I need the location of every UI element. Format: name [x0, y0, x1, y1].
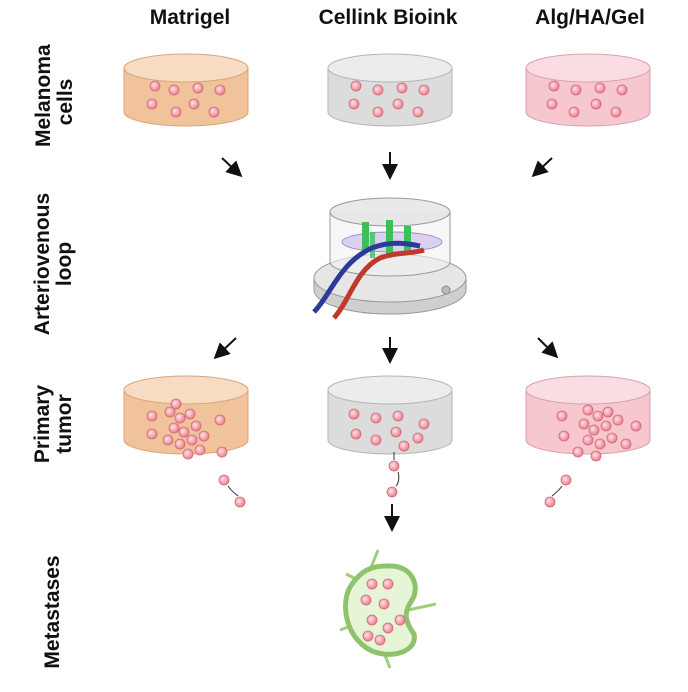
tumor-cells-row3 — [146, 398, 642, 462]
arrow-matrigel-to-loop — [221, 157, 243, 178]
escape-trails — [227, 452, 563, 497]
arrow-alg-to-loop — [531, 157, 553, 178]
arrow-loop-to-alg-tumor — [537, 337, 559, 359]
gel-alg-ha-gel-cells — [525, 53, 651, 127]
primary-tumor-cellink — [327, 375, 453, 455]
escaping-cells — [218, 460, 572, 508]
lymph-node-metastasis — [339, 549, 437, 669]
column-title-cellink-bioink: Cellink Bioink — [318, 6, 458, 29]
arteriovenous-loop-chamber — [312, 197, 467, 320]
arrow-loop-to-matrigel-tumor — [213, 337, 237, 360]
melanoma-cells-row1 — [146, 80, 628, 118]
gel-cellink-cells — [327, 53, 453, 127]
column-title-alg-ha-gel: Alg/HA/Gel — [535, 6, 645, 29]
column-title-matrigel: Matrigel — [149, 6, 231, 29]
gel-matrigel-cells — [123, 53, 249, 127]
